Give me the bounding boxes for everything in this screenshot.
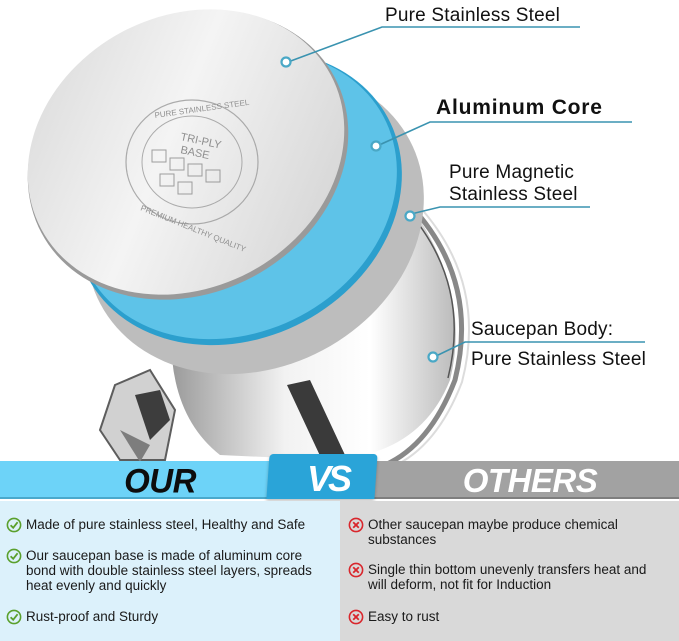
tri-ply-base-stamp — [125, 99, 259, 225]
callout-aluminum-core: Aluminum Core — [436, 96, 603, 119]
ours-item: Our saucepan base is made of aluminum co… — [6, 548, 312, 593]
others-item: Single thin bottom unevenly transfers he… — [348, 562, 646, 592]
saucepan-diagram: TRI-PLY BASE PURE STAINLESS STEEL PREMIU… — [27, 9, 645, 468]
comparison-banner: OUR VS OTHERS — [0, 454, 679, 500]
others-item: Other saucepan maybe produce chemical su… — [348, 517, 618, 547]
ours-item-text: Rust-proof and Sturdy — [26, 609, 159, 624]
banner-others-label: OTHERS — [462, 462, 598, 499]
others-item-text: Other saucepan maybe produce chemical su… — [368, 517, 618, 547]
ours-item-text: Made of pure stainless steel, Healthy an… — [26, 517, 306, 532]
others-item-text: Single thin bottom unevenly transfers he… — [368, 562, 647, 592]
check-circle-icon — [6, 609, 22, 625]
leader-lines — [287, 26, 645, 358]
banner-others-bg — [340, 461, 679, 499]
handle-shape — [98, 368, 177, 462]
others-panel: Other saucepan maybe produce chemical su… — [340, 501, 679, 641]
saucepan-layer-illustration: TRI-PLY BASE PURE STAINLESS STEEL PREMIU… — [27, 5, 647, 468]
x-circle-icon — [348, 609, 364, 625]
others-item-text: Easy to rust — [368, 609, 440, 624]
x-circle-icon — [348, 562, 364, 578]
check-circle-icon — [6, 517, 22, 533]
callout-body-line1: Saucepan Body: — [471, 319, 614, 340]
callout-magnetic-line1: Pure Magnetic — [449, 162, 575, 183]
banner-vs-label: VS — [306, 458, 352, 499]
others-item: Easy to rust — [348, 609, 439, 625]
callout-magnetic-line2: Stainless Steel — [449, 184, 578, 205]
ours-item: Rust-proof and Sturdy — [6, 609, 158, 625]
ours-item: Made of pure stainless steel, Healthy an… — [6, 517, 305, 533]
banner-our-label: OUR — [124, 461, 196, 500]
x-circle-icon — [348, 517, 364, 533]
callout-pure-stainless-steel: Pure Stainless Steel — [385, 5, 561, 26]
ours-item-text: Our saucepan base is made of aluminum co… — [26, 548, 312, 593]
callout-dots — [280, 56, 439, 363]
check-circle-icon — [6, 548, 22, 564]
stamp-center-line2: BASE — [179, 144, 210, 162]
callout-body-line2: Pure Stainless Steel — [471, 349, 647, 370]
ours-panel: Made of pure stainless steel, Healthy an… — [0, 501, 340, 641]
